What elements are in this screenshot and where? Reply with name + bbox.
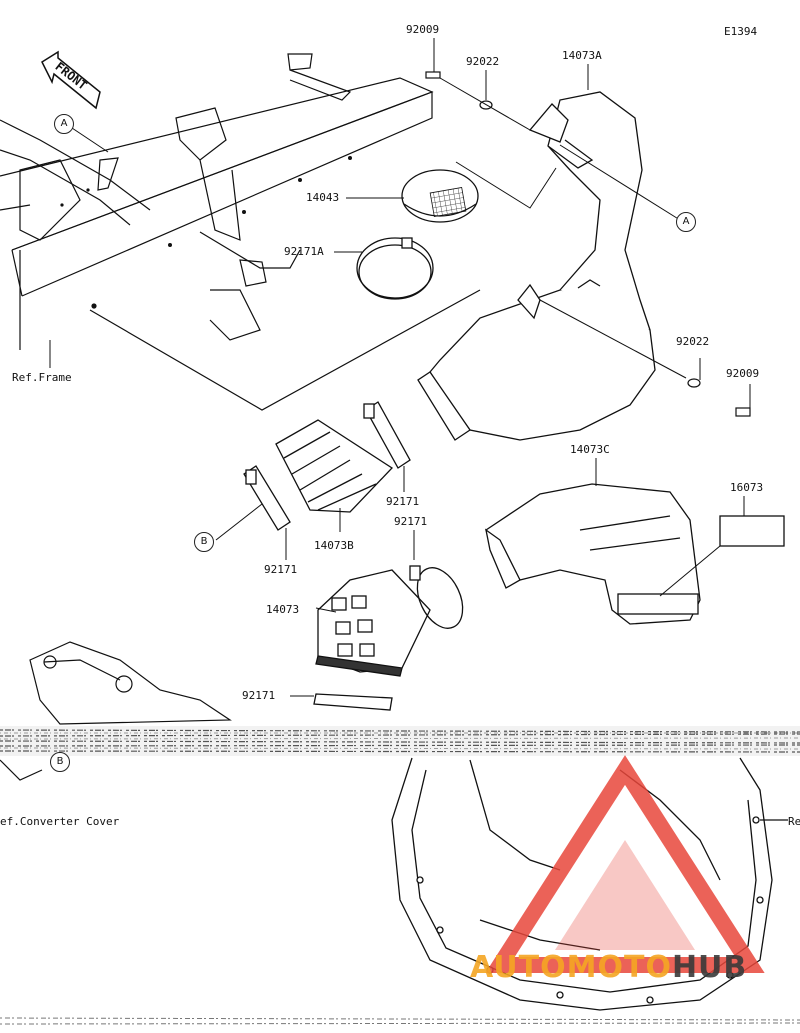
part-14073A: 14073A	[562, 49, 602, 62]
part-14073: 14073	[266, 603, 300, 616]
boot-14073B	[275, 419, 394, 513]
part-92171-mid2: 92171	[394, 515, 428, 528]
front-arrow-icon	[41, 50, 101, 110]
part-92171A: 92171A	[284, 245, 324, 258]
filter-screen-14043	[401, 169, 479, 223]
marker-a-right: A	[676, 212, 696, 232]
scan-noise-bottom	[0, 1017, 800, 1025]
bolt-92009-top	[425, 71, 441, 79]
ref-converter-cover-label: ef.Converter Cover	[0, 815, 120, 828]
part-14073B: 14073B	[314, 539, 354, 552]
ref-frame-label: Ref.Frame	[12, 371, 72, 384]
part-92009-right: 92009	[726, 367, 760, 380]
part-92171-mid: 92171	[386, 495, 420, 508]
clamp-92171-upper	[363, 401, 411, 469]
marker-b-lower: B	[50, 752, 70, 772]
washer-92022-right	[687, 378, 701, 388]
part-92022-right: 92022	[676, 335, 710, 348]
watermark-text-dark: HUB	[671, 950, 748, 985]
converter-cover-drawing	[0, 641, 232, 781]
air-duct-14073C	[485, 483, 701, 625]
watermark-text: AUTOMOTOHUB	[470, 950, 747, 985]
part-92009-top: 92009	[406, 23, 440, 36]
scan-noise-band	[0, 726, 800, 756]
watermark-text-red: AUTOMOTO	[470, 950, 672, 985]
bolt-92009-right	[735, 407, 751, 417]
part-16073: 16073	[730, 481, 764, 494]
part-92171-left: 92171	[264, 563, 298, 576]
clamp-92171-mid	[409, 565, 464, 629]
ref-right-label: Re	[788, 815, 800, 828]
clamp-92171A	[356, 237, 434, 300]
clamp-92171-left	[243, 465, 291, 531]
frame-bolt-holes	[60, 156, 352, 309]
housing-drawing	[391, 757, 788, 1011]
part-92171-low: 92171	[242, 689, 276, 702]
boot-14073	[315, 569, 431, 677]
leader-lines	[49, 38, 751, 697]
frame-drawing	[0, 53, 481, 411]
clamp-92171-low	[313, 693, 393, 711]
diagram-code: E1394	[724, 25, 758, 38]
marker-b-left: B	[194, 532, 214, 552]
marker-a-top: A	[54, 114, 74, 134]
watermark-logo-icon	[485, 755, 765, 973]
part-92022-top: 92022	[466, 55, 500, 68]
part-14073C: 14073C	[570, 443, 610, 456]
air-duct-14073A	[417, 91, 656, 441]
decal-16073	[719, 515, 785, 547]
part-14043: 14043	[306, 191, 340, 204]
